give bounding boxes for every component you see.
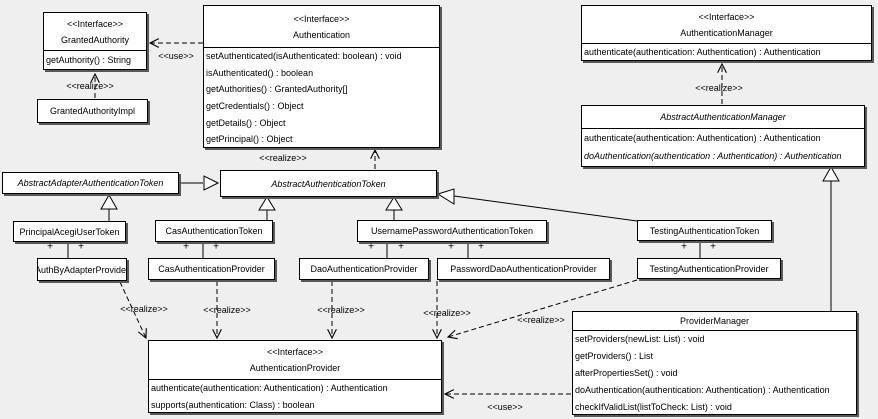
class-username-password-authentication-token: UsernamePasswordAuthenticationToken [357,220,547,242]
triangle-arrow [100,193,118,210]
method-label: authenticate(authentication: Authenticat… [584,133,821,143]
association-plus-label: + [78,241,84,253]
realize-label: <<realize>> [517,315,565,325]
class-testing-authentication-provider: TestingAuthenticationProvider [637,258,781,279]
class-name: AuthenticationManager [680,28,773,38]
class-name: AbstractAdapterAuthenticationToken [17,178,164,188]
class-testing-authentication-token: TestingAuthenticationToken [637,220,772,241]
class-name: GrantedAuthorityImpl [49,106,136,116]
method-label: setProviders(newList: List) : void [575,334,705,344]
use-label: <<use>> [487,402,523,412]
class-name: CasAuthenticationProvider [158,264,265,274]
method-label: afterPropertiesSet() : void [575,368,678,378]
realize-edge-testingauthenticationprovider [448,279,638,337]
use-label: <<use>> [158,51,194,61]
association-plus-label: + [213,241,219,253]
class-name: TestingAuthenticationProvider [649,263,769,274]
method-label: getPrincipal() : Object [206,134,293,145]
method-label: supports(authentication: Class) : boolea… [151,400,315,410]
association-plus-label: + [710,241,716,253]
triangle-arrow [436,188,455,205]
realize-label: <<realize>> [66,81,114,91]
method-label: doAuthentication(authentication: Authent… [575,385,830,395]
realize-label: <<realize>> [203,305,251,315]
association-plus-label: + [368,241,374,253]
class-name: AbstractAuthenticationToken [271,178,386,189]
method-label: getAuthority() : String [46,55,132,65]
method-label: authenticate(authentication: Authenticat… [151,383,388,393]
method-label: checkIfValidList(listToCheck: List) : vo… [575,402,732,412]
realize-label: <<realize>> [120,304,168,314]
association-plus-label: + [183,241,189,253]
generalization-testing-token [453,195,638,222]
association-plus-label: + [478,241,484,253]
stereotype-label: <<Interface>> [698,12,755,22]
class-authentication-manager: <<Interface>> AuthenticationManager auth… [581,5,872,61]
class-principal-acegi-user-token: PrincipalAcegiUserToken [13,221,126,242]
class-name: Authentication [292,30,351,40]
class-name: GrantedAuthority [60,35,130,45]
class-cas-authentication-token: CasAuthenticationToken [155,220,273,242]
class-cas-authentication-provider: CasAuthenticationProvider [148,258,275,280]
association-plus-label: + [448,241,454,253]
class-authentication: <<Interface>> Authentication setAuthenti… [203,5,440,148]
method-label: getProviders() : List [575,351,654,361]
realize-edge-authbyadapterprovider [119,281,146,338]
class-name: DaoAuthenticationProvider [310,264,418,274]
class-name: ProviderManager [679,316,750,326]
class-name: PasswordDaoAuthenticationProvider [450,264,597,274]
method-label: isAuthenticated() : boolean [206,67,314,78]
triangle-arrow [258,196,276,211]
triangle-arrow [203,175,220,191]
triangle-arrow [822,165,840,182]
class-provider-manager: ProviderManager setProviders(newList: Li… [572,311,857,415]
realize-label: <<realize>> [259,153,307,163]
class-name: AbstractAuthenticationManager [660,112,786,122]
association-plus-label: + [47,241,53,253]
class-abstract-authentication-manager: AbstractAuthenticationManager authentica… [581,105,865,167]
stereotype-label: <<Interface>> [66,19,124,29]
class-name: TestingAuthenticationToken [649,225,760,236]
class-name: AuthByAdapterProvider [37,264,127,275]
class-password-dao-authentication-provider: PasswordDaoAuthenticationProvider [437,258,610,280]
class-auth-by-adapter-provider: AuthByAdapterProvider [37,258,127,281]
realize-label: <<realize>> [317,305,365,315]
class-name: UsernamePasswordAuthenticationToken [370,226,534,236]
class-abstract-adapter-authentication-token: AbstractAdapterAuthenticationToken [2,172,179,194]
method-label: getDetails() : Object [206,117,286,128]
stereotype-label: <<Interface>> [266,347,324,357]
association-plus-label: + [681,241,687,253]
class-abstract-authentication-token: AbstractAuthenticationToken [220,170,437,197]
method-label: getAuthorities() : GrantedAuthority[] [206,84,348,95]
association-plus-label: + [398,241,404,253]
class-name: CasAuthenticationToken [165,226,263,236]
stereotype-label: <<Interface>> [293,14,350,24]
realize-label: <<realize>> [423,308,471,318]
class-dao-authentication-provider: DaoAuthenticationProvider [299,258,429,280]
triangle-arrow [385,196,403,211]
method-label: setAuthenticated(isAuthenticated: boolea… [206,51,402,61]
realize-label: <<realize>> [695,83,743,93]
method-label: doAuthentication(authentication : Authen… [584,151,842,161]
class-authentication-provider: <<Interface>> AuthenticationProvider aut… [148,340,442,413]
class-granted-authority-impl: GrantedAuthorityImpl [37,99,148,123]
class-granted-authority: <<Interface>> GrantedAuthority getAuthor… [43,12,147,70]
class-name: PrincipalAcegiUserToken [19,226,120,237]
method-label: getCredentials() : Object [206,101,304,112]
class-name: AuthenticationProvider [249,363,341,373]
method-label: authenticate(authentication: Authenticat… [584,47,821,57]
